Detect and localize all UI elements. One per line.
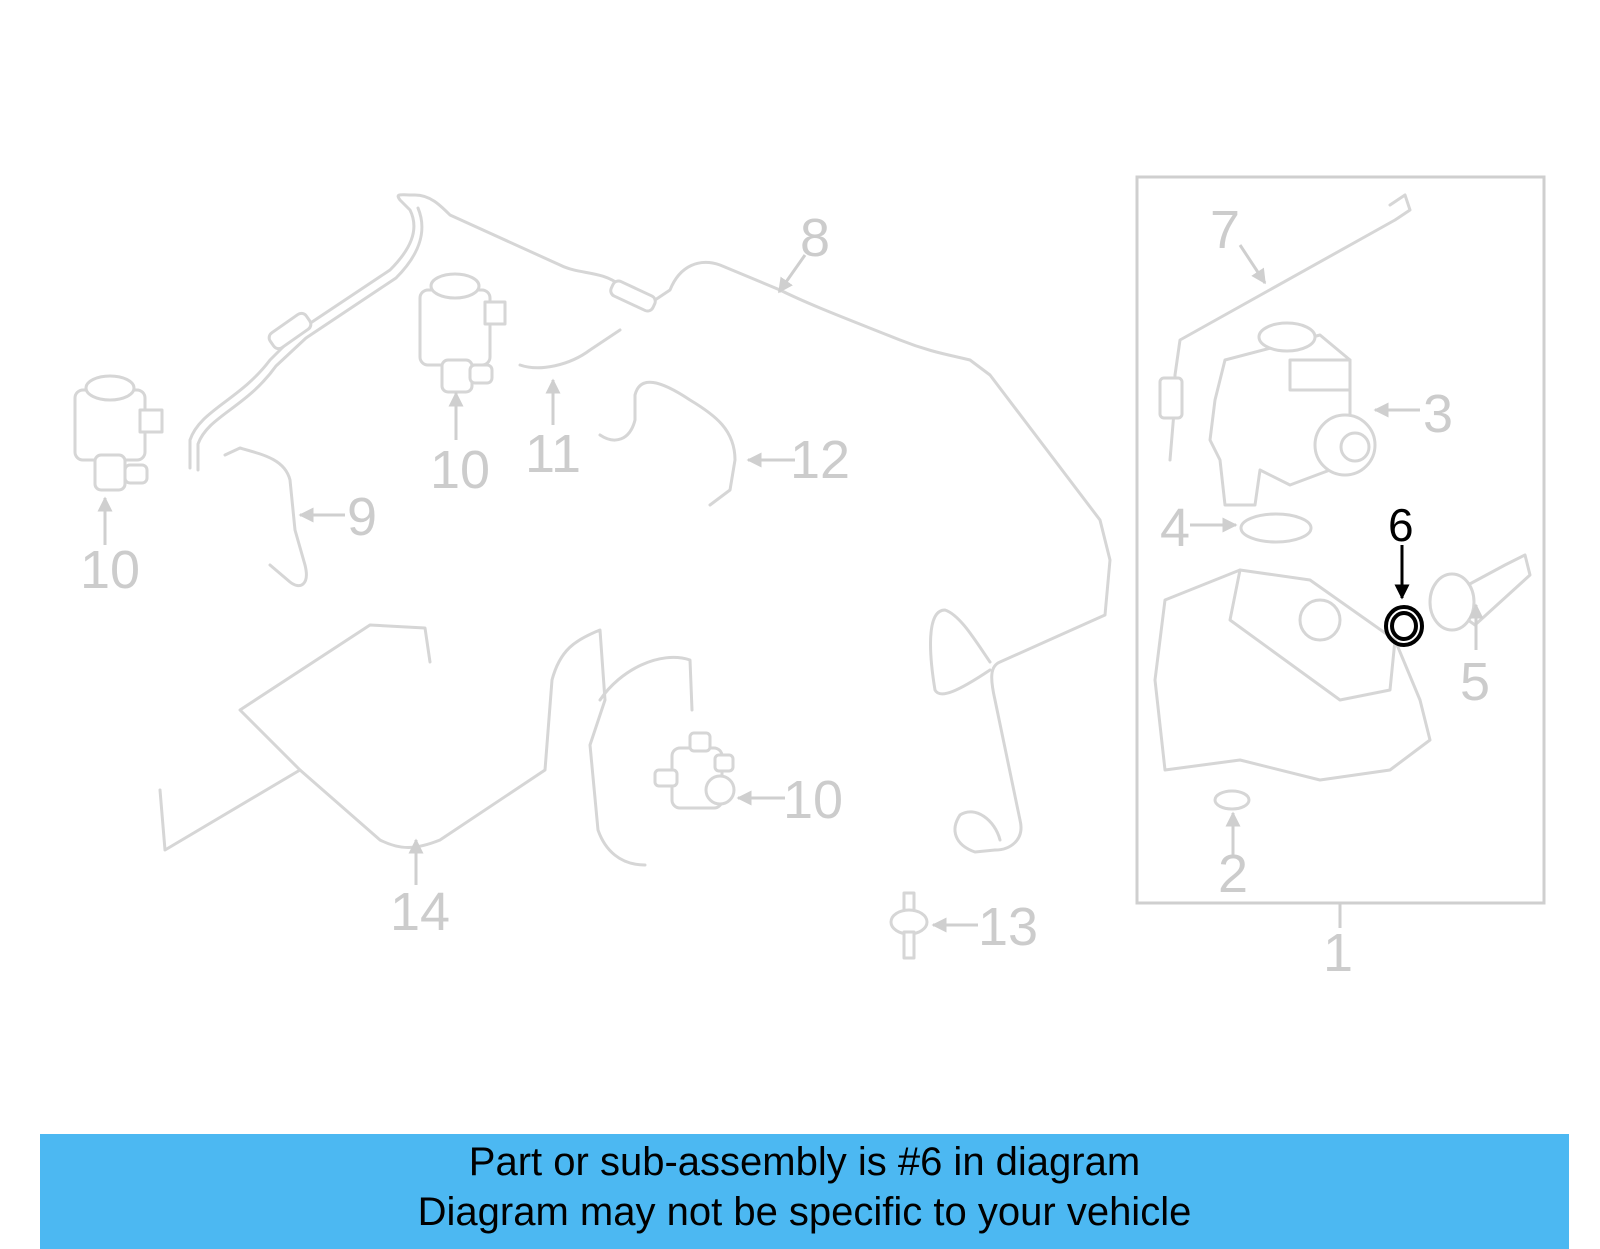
callout-12: 12: [790, 430, 850, 490]
line-connector: [267, 311, 313, 351]
info-banner: Part or sub-assembly is #6 in diagram Di…: [40, 1134, 1569, 1249]
callout-5: 5: [1460, 652, 1490, 712]
line-connector-2: [609, 279, 657, 313]
hose-13-fitting-line: [953, 810, 1002, 854]
valve-10-left: [73, 374, 164, 492]
callout-8: 8: [800, 208, 830, 268]
valve-10-lower: [653, 731, 736, 810]
gasket-2: [1213, 789, 1251, 811]
callout-10-left: 10: [80, 540, 140, 600]
assembly-box: [1135, 175, 1546, 905]
egr-valve-3: [1208, 321, 1377, 507]
arrow-7: [1238, 244, 1267, 285]
callout-13: 13: [978, 897, 1038, 957]
callout-7: 7: [1210, 200, 1240, 260]
seal-6-highlight: [1384, 605, 1424, 647]
seal-6-inner: [1390, 611, 1418, 641]
callout-6: 6: [1388, 499, 1414, 551]
hose-9: [223, 446, 308, 588]
callout-14: 14: [390, 882, 450, 942]
hose-11: [518, 328, 622, 370]
hose-14-loop: [238, 623, 432, 772]
hose-14: [158, 628, 647, 867]
hose-loop-right: [929, 608, 992, 696]
check-valve-13: [889, 891, 929, 960]
banner-line-2: Diagram may not be specific to your vehi…: [417, 1190, 1192, 1234]
boot-5: [1428, 553, 1532, 632]
vacuum-line-8: [188, 193, 1112, 852]
gasket-4: [1239, 512, 1313, 544]
callout-10-lower: 10: [783, 770, 843, 830]
hose-14-branch: [598, 655, 694, 712]
callout-3: 3: [1423, 384, 1453, 444]
egr-cooler: [1153, 568, 1432, 782]
hose-12: [598, 380, 737, 507]
callout-10-center: 10: [430, 440, 490, 500]
banner-line-1: Part or sub-assembly is #6 in diagram: [468, 1140, 1141, 1184]
vacuum-line-8-inner: [196, 206, 424, 472]
valve-10-center: [418, 272, 507, 394]
callout-2: 2: [1218, 844, 1248, 904]
callout-4: 4: [1160, 498, 1190, 558]
callout-11: 11: [525, 424, 581, 484]
callout-9: 9: [347, 487, 377, 547]
arrow-8: [777, 254, 807, 294]
callout-1: 1: [1323, 923, 1353, 983]
sensor-7-tip: [1158, 376, 1184, 420]
